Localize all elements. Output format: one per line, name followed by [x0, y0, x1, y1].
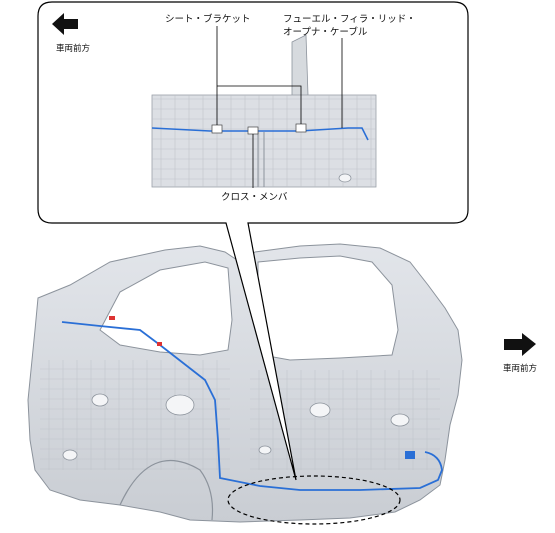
leader-lines	[216, 26, 343, 188]
label-vehicle-front-left: 車両前方	[56, 43, 90, 54]
cable-end-clip	[405, 451, 415, 459]
label-seat-bracket: シート・ブラケット	[165, 13, 251, 25]
arrow-left-icon	[52, 13, 78, 35]
zoom-pillar	[291, 34, 309, 99]
rear-window-opening	[99, 261, 233, 356]
zoom-hole	[338, 173, 352, 183]
zoomed-sill-view	[151, 34, 377, 188]
label-fuel-filler-1: フューエル・フィラ・リッド・	[283, 14, 416, 25]
body-panel-detail	[40, 360, 440, 470]
zoom-cable	[151, 127, 369, 141]
door-opening	[257, 255, 399, 361]
cable-red-marker	[109, 316, 115, 320]
vehicle-body-side	[27, 243, 463, 525]
seat-bracket-clip-2	[295, 123, 307, 133]
seat-bracket-leader	[216, 26, 302, 125]
label-cross-member: クロス・メンバ	[221, 192, 288, 203]
cross-member-clip	[247, 126, 259, 135]
label-fuel-filler-2: オープナ・ケーブル	[283, 26, 368, 38]
callout-balloon: シート・ブラケット フューエル・フィラ・リッド・ オープナ・ケーブル クロス・メ…	[37, 1, 469, 481]
seat-bracket-clip-1	[211, 124, 223, 134]
zoom-cross-member-edge	[257, 132, 265, 187]
fuel-filler-cable	[61, 321, 443, 491]
arrow-right-icon	[504, 333, 536, 356]
rear-wheel-arch	[119, 460, 214, 521]
cable-red-marker-2	[157, 342, 162, 346]
zoom-area-ellipse	[227, 475, 401, 525]
body-holes	[62, 393, 410, 461]
label-vehicle-front-right: 車両前方	[503, 363, 537, 374]
